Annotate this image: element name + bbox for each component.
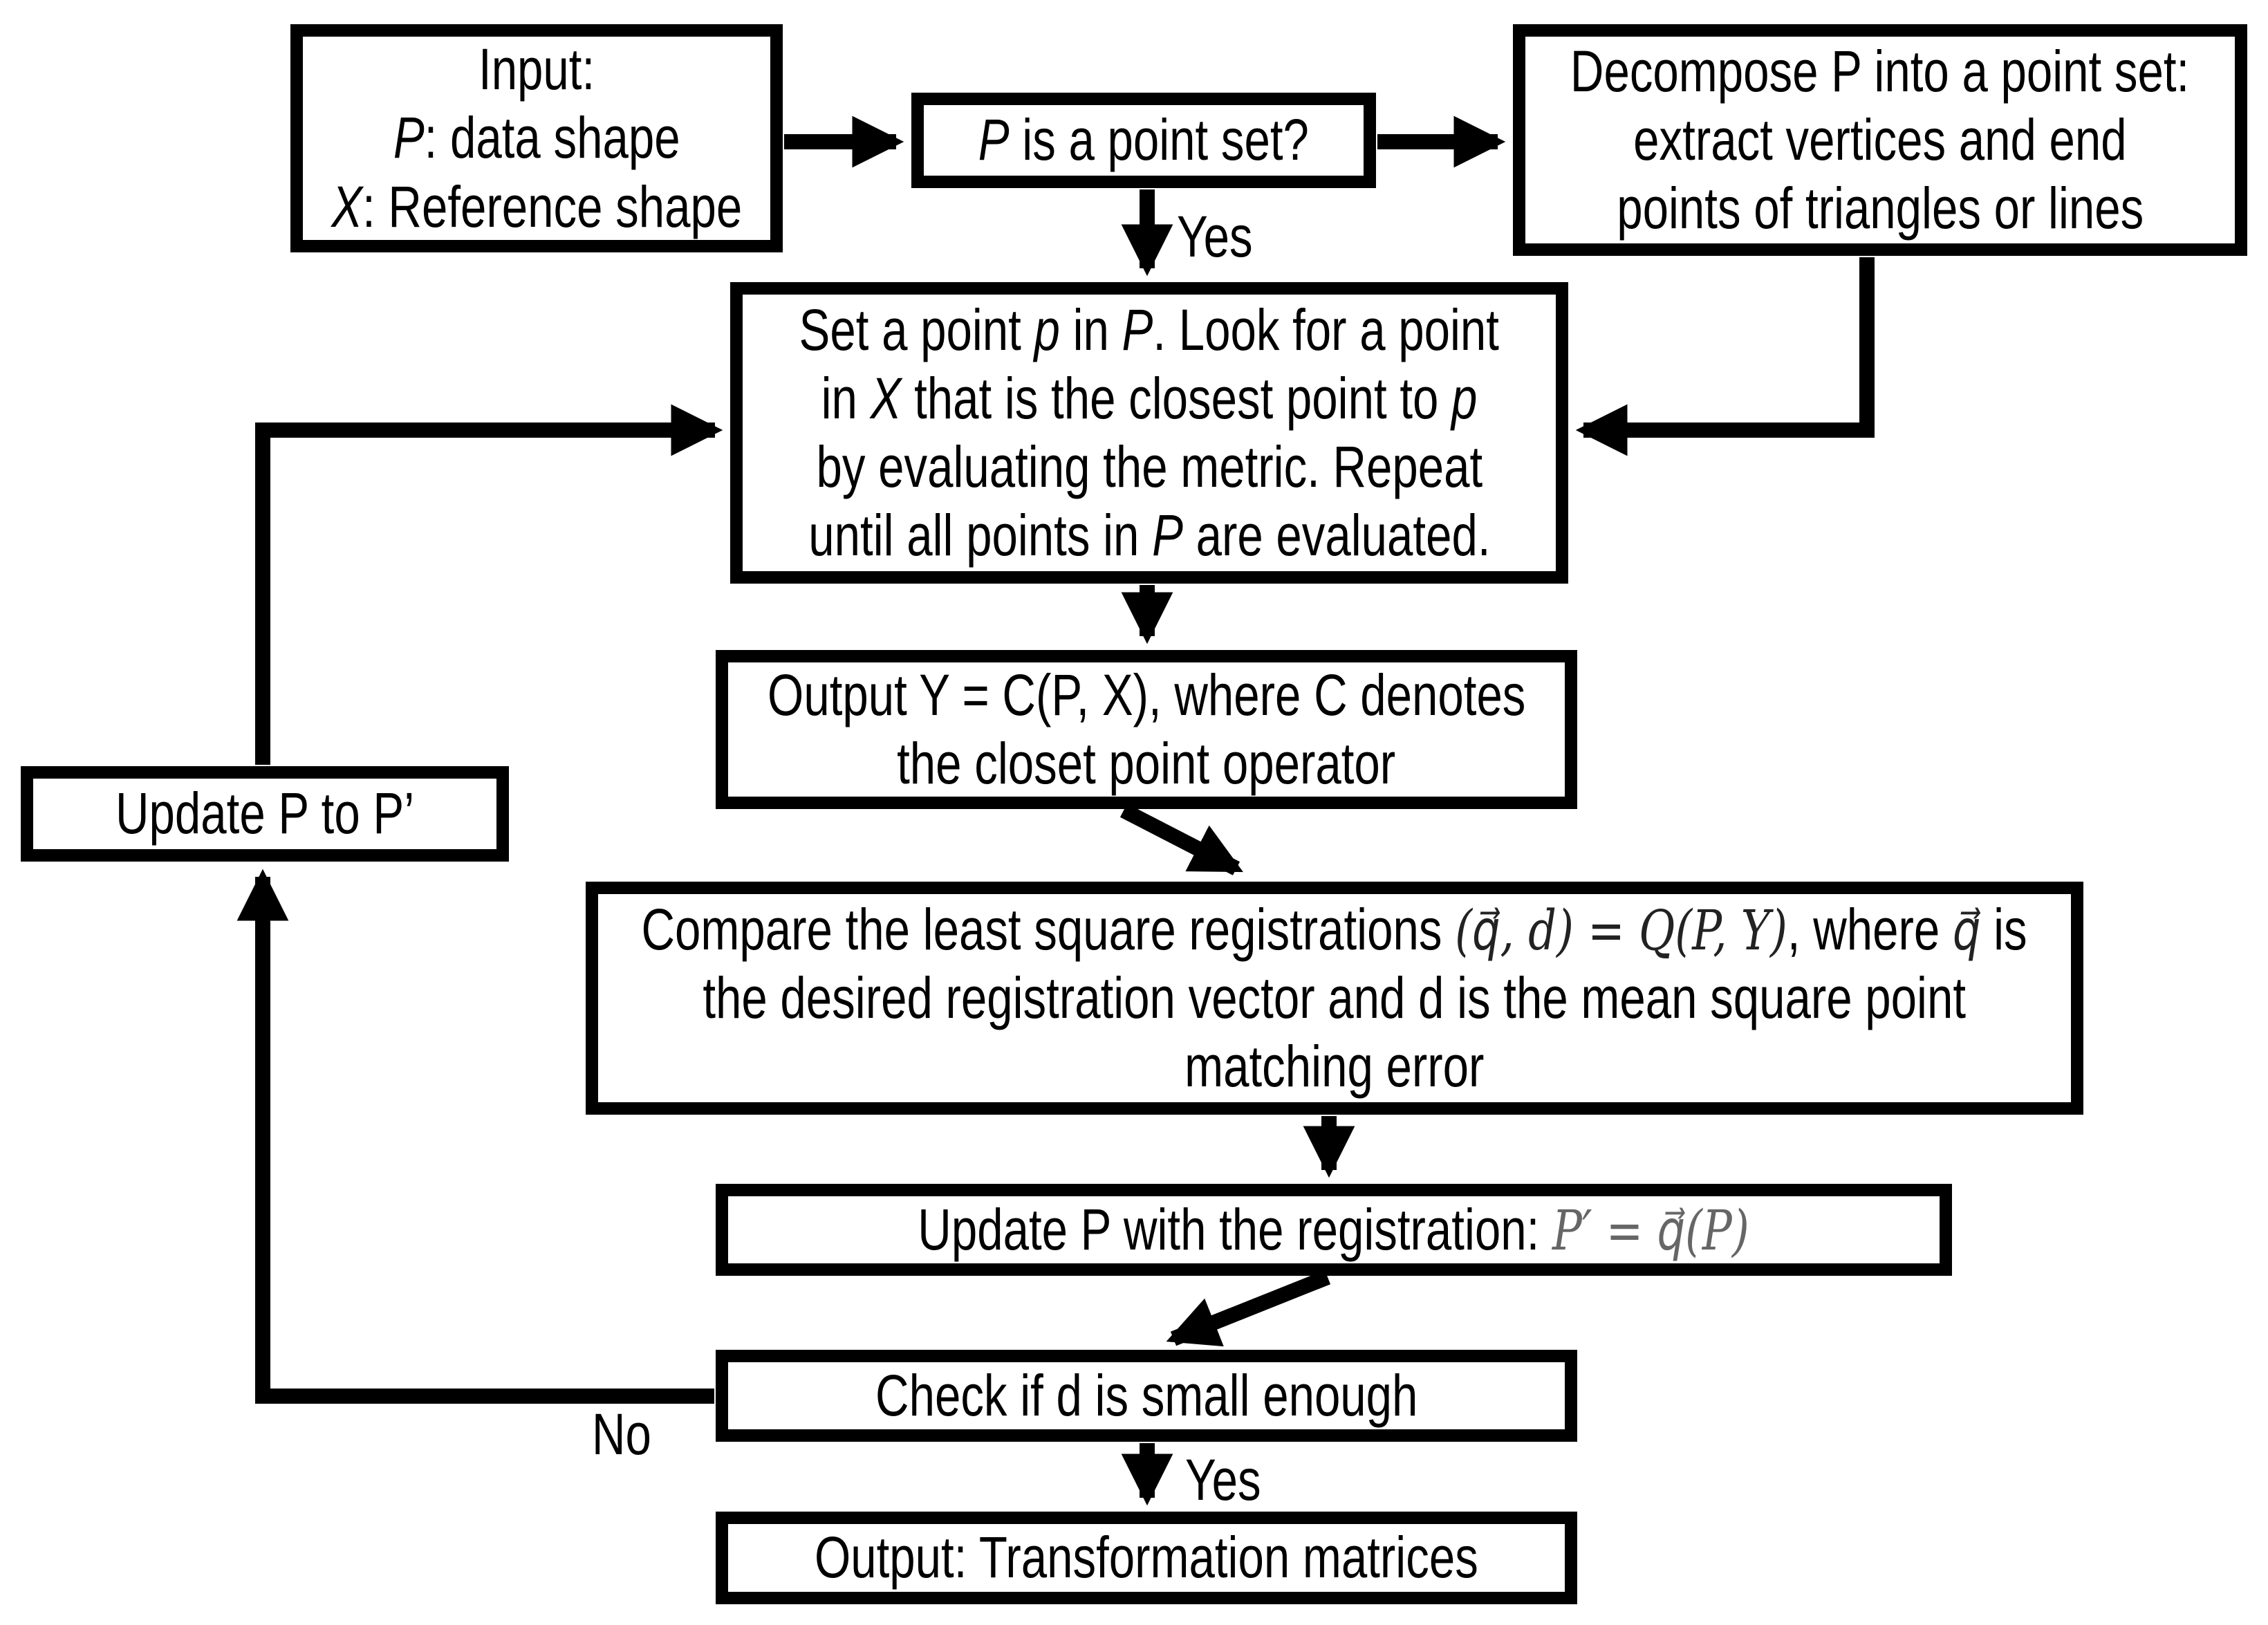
node-check-d: Check if d is small enough xyxy=(716,1350,1577,1442)
edge-label-yes-top: Yes xyxy=(1177,204,1253,269)
arrow-updatep-loop-to-setpoint xyxy=(255,404,723,765)
arrow-outputy-to-compare xyxy=(1119,804,1243,875)
node-update-p-to-p-prime: Update P to P’ xyxy=(21,766,509,862)
node-compare: Compare the least square registrations (… xyxy=(586,882,2083,1115)
node-decompose: Decompose P into a point set:extract ver… xyxy=(1513,24,2247,256)
arrow-decompose-to-setpoint xyxy=(1575,257,1875,456)
node-update-registration: Update P with the registration: P′ = q⃗(… xyxy=(716,1184,1952,1276)
arrow-check-no-to-updatep xyxy=(236,869,714,1404)
edge-label-no: No xyxy=(592,1402,651,1467)
edge-label-yes-bottom: Yes xyxy=(1185,1447,1261,1512)
node-output-final: Output: Transformation matrices xyxy=(716,1512,1577,1604)
node-p-is-point-set: P is a point set? xyxy=(911,93,1376,188)
arrow-updatereg-to-check xyxy=(1166,1270,1331,1347)
